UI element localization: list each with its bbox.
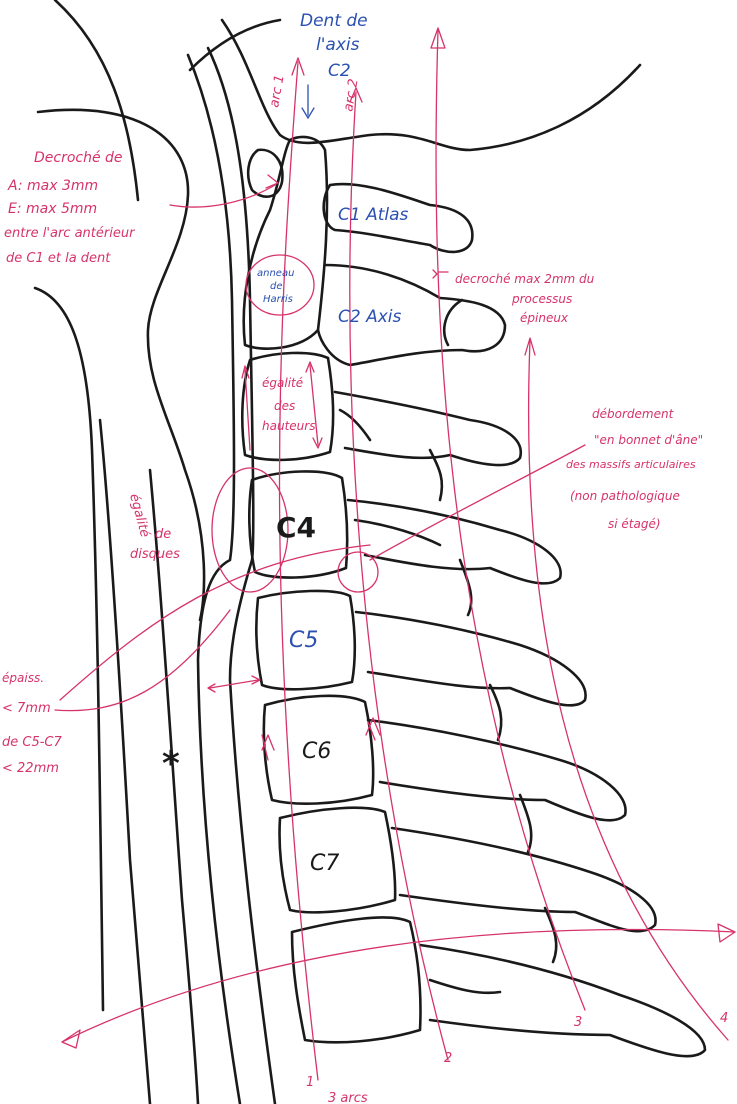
c1-label: C1 Atlas	[338, 205, 409, 225]
decroche-line1: Decroché de	[34, 150, 123, 166]
bottom-label: 3 arcs	[328, 1091, 368, 1104]
line-number-3: 3	[574, 1015, 582, 1030]
red-reference-lines	[54, 27, 736, 1081]
egalite-hauteurs-line1: égalité	[262, 376, 303, 390]
arc1-label: arc 1	[267, 74, 287, 109]
reference-line-4	[527, 339, 729, 1041]
decroche-line5: de C1 et la dent	[6, 251, 111, 266]
egalite-hauteurs-line2: des	[274, 399, 295, 413]
dens-label-line1: Dent de	[300, 11, 368, 31]
dens-label-line3: C2	[328, 61, 351, 81]
decroche-line4: entre l'arc antérieur	[4, 226, 136, 241]
epineux-line3: épineux	[520, 311, 569, 325]
epineux-line1: decroché max 2mm du	[455, 272, 595, 286]
epaisseur-line4: < 22mm	[2, 761, 59, 776]
c7-label: C7	[310, 851, 339, 876]
asterisk-marker: *	[162, 744, 180, 784]
debord-line1: débordement	[592, 407, 675, 421]
debord-line3: des massifs articulaires	[566, 458, 696, 471]
line-number-1: 1	[306, 1075, 314, 1090]
egalite-disques-line2: de	[155, 527, 171, 542]
debord-line2: "en bonnet d'âne"	[594, 433, 703, 447]
reference-line-2	[349, 91, 449, 1061]
debord-line5: si étagé)	[608, 517, 661, 531]
line-number-4: 4	[720, 1011, 728, 1026]
c5-label: C5	[289, 628, 318, 653]
egalite-disques-line1: égalité	[126, 492, 152, 539]
c2-label: C2 Axis	[338, 307, 402, 327]
debord-line4: (non pathologique	[570, 489, 680, 503]
arc2-label: arc 2	[341, 78, 361, 113]
epaisseur-line3: de C5-C7	[2, 735, 62, 750]
epaisseur-line2: < 7mm	[2, 701, 51, 716]
c4-label: C4	[276, 511, 316, 544]
line-number-2: 2	[444, 1051, 452, 1066]
c6-label: C6	[302, 739, 331, 764]
lordosis-arc	[61, 928, 736, 1043]
anneau-label-3: Harris	[263, 294, 293, 305]
anneau-label-2: de	[270, 281, 283, 292]
anatomy-outline	[33, 0, 707, 1104]
reference-line-3	[435, 29, 586, 1011]
epineux-line2: processus	[511, 292, 572, 306]
dens-label-line2: l'axis	[316, 35, 360, 55]
anneau-label-1: anneau	[257, 268, 294, 279]
decroche-line2: A: max 3mm	[7, 178, 98, 194]
egalite-disques-line3: disques	[130, 547, 180, 562]
decroche-line3: E: max 5mm	[8, 201, 97, 217]
epaisseur-line1: épaiss.	[2, 671, 44, 685]
egalite-hauteurs-line3: hauteurs	[262, 419, 315, 433]
reference-line-1	[278, 61, 319, 1081]
